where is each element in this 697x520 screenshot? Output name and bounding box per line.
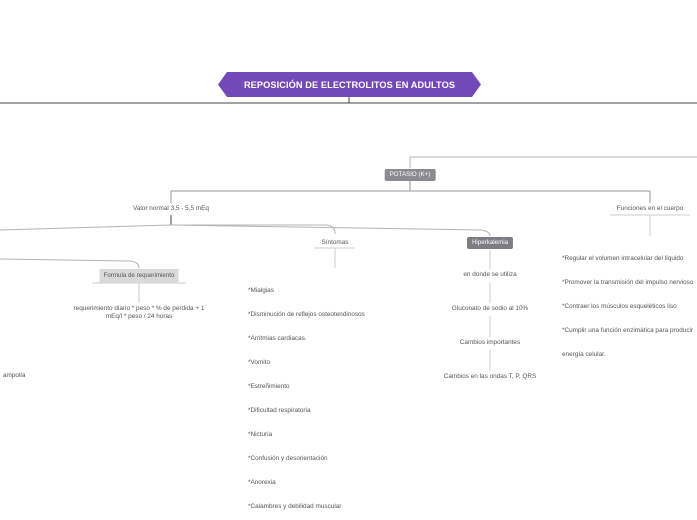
- node-en-donde[interactable]: en donde se utiliza: [463, 271, 517, 278]
- sintomas-curve: [171, 224, 336, 235]
- hiperkalemia-curve: [170, 224, 491, 237]
- sintomas-list: *Mialgias *Disminución de reflejos osteo…: [248, 271, 365, 520]
- formula-curve: [0, 258, 140, 269]
- formula-text[interactable]: requerimiento diario * peso * % de perdi…: [74, 305, 205, 321]
- map-title[interactable]: REPOSICIÓN DE ELECTROLITOS EN ADULTOS: [218, 72, 481, 97]
- sintomas-item: *Disminución de reflejos osteotendinosos: [248, 311, 365, 318]
- node-sintomas[interactable]: Síntomas: [321, 239, 349, 246]
- node-formula-label: Formula de requerimiento: [103, 272, 175, 279]
- sintomas-item: *Anorexia: [248, 479, 276, 486]
- formula-text-line: requerimiento diario * peso * % de perdi…: [73, 305, 205, 312]
- formula-text-line: mEq/l * peso / 24 horas: [105, 313, 173, 320]
- node-hiperkalemia-label: Hiperkalemia: [471, 239, 509, 246]
- node-gluconato[interactable]: Gluconato de sodio al 10%: [451, 305, 529, 312]
- funciones-item: *Regular el volumen intracelular del líq…: [562, 255, 684, 262]
- node-potasio[interactable]: POTASIO (K+): [384, 169, 436, 181]
- node-valor-normal[interactable]: Valor normal 3,5 - 5,5 mEq: [133, 205, 209, 212]
- node-formula[interactable]: Formula de requerimiento: [99, 269, 179, 283]
- node-potasio-label: POTASIO (K+): [389, 171, 431, 178]
- node-ampolla[interactable]: ampolla: [3, 372, 26, 379]
- funciones-list: *Regular el volumen intracelular del líq…: [562, 239, 693, 375]
- potasio-branch-line: [409, 156, 697, 168]
- sintomas-item: *Confusión y desorientación: [248, 455, 328, 462]
- node-cambios[interactable]: Cambios importantes: [459, 339, 521, 346]
- map-title-text: REPOSICIÓN DE ELECTROLITOS EN ADULTOS: [243, 79, 456, 90]
- node-ondas[interactable]: Cambios en las ondas T, P, QRS: [443, 373, 537, 380]
- node-funciones[interactable]: Funciones en el cuerpo: [616, 205, 684, 212]
- funciones-item: *Contraer los músculos esqueléticos liso: [562, 303, 677, 310]
- sintomas-item: *Vomito: [248, 359, 271, 366]
- funciones-item: energía celular.: [562, 351, 606, 358]
- left-curve: [0, 224, 172, 231]
- sintomas-item: *Mialgias: [248, 287, 274, 294]
- sintomas-item: *Calambres y debilidad muscular: [248, 503, 342, 510]
- sintomas-item: *Arritmias cardiacas.: [248, 335, 307, 342]
- sintomas-item: *Dificultad respiratoria: [248, 407, 311, 414]
- sintomas-item: *Nicturia: [248, 431, 273, 438]
- sintomas-item: *Estreñimiento: [248, 383, 290, 390]
- node-hiperkalemia[interactable]: Hiperkalemia: [466, 237, 514, 249]
- funciones-item: *Cumplir una función enzimática para pro…: [562, 327, 694, 334]
- funciones-item: *Promover la transmisión del impulso ner…: [562, 279, 694, 286]
